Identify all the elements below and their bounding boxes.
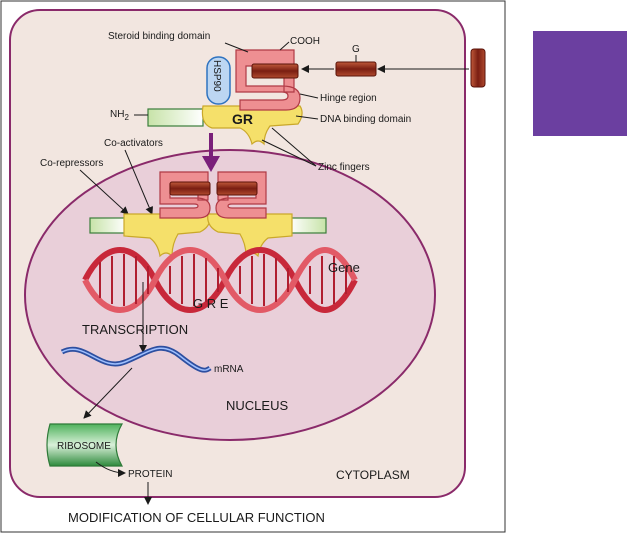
arrow-to-ribosome (83, 367, 133, 419)
label-protein: PROTEIN (128, 469, 172, 480)
dna-strand-b (82, 247, 358, 313)
label-ribosome: RIBOSOME (57, 441, 111, 452)
dna-helix (82, 247, 358, 313)
label-modification: MODIFICATION OF CELLULAR FUNCTION (68, 510, 325, 525)
label-cooh: COOH (290, 36, 320, 47)
label-zinc-fingers: Zinc fingers (318, 162, 370, 173)
leader-cooh (279, 41, 290, 51)
label-transcription: TRANSCRIPTION (82, 322, 188, 337)
label-gre: G R E (193, 296, 229, 311)
label-nh2-sub: 2 (124, 113, 129, 122)
label-hsp90: HSP90 (211, 60, 222, 92)
label-dna-binding-domain: DNA binding domain (320, 114, 411, 125)
hormone-outside (470, 48, 486, 88)
label-gene: Gene (328, 260, 360, 275)
label-co-repressors: Co-repressors (40, 158, 103, 169)
arrow-translocation-head (202, 156, 220, 172)
label-g: G (352, 44, 360, 55)
arrow-to-protein (95, 461, 126, 477)
label-cytoplasm: CYTOPLASM (336, 468, 410, 482)
label-nh2-main: NH (110, 109, 124, 120)
dna-base-pairs (99, 254, 347, 306)
leader-zinc-2 (271, 127, 317, 167)
dimer-hormone-right (216, 181, 258, 196)
label-steroid-binding-domain: Steroid binding domain (108, 31, 210, 42)
leader-zinc-1 (261, 139, 317, 167)
arrow-co-activators (124, 149, 153, 215)
ribosome (46, 423, 124, 467)
receptor-dna-binding-domain (201, 105, 303, 146)
label-nh2: NH2 (110, 109, 129, 122)
label-gr: GR (232, 111, 253, 127)
dimer-right-nh2 (289, 217, 327, 234)
dimer-left-nh2 (89, 217, 127, 234)
leader-steroid (224, 42, 249, 53)
leader-hinge (299, 93, 319, 99)
dimer-hormone-left (169, 181, 211, 196)
hsp90-chaperone (206, 56, 231, 105)
receptor-nh2-domain (147, 108, 204, 127)
leader-dbd (295, 115, 319, 120)
label-mrna: mRNA (214, 364, 244, 375)
label-nucleus: NUCLEUS (226, 398, 288, 413)
hormone-g (335, 61, 377, 77)
label-hinge-region: Hinge region (320, 93, 377, 104)
mrna-highlight (61, 347, 211, 371)
purple-square (533, 31, 627, 136)
arrow-co-repressors (79, 169, 129, 215)
hormone-bound (251, 63, 299, 79)
label-co-activators: Co-activators (104, 138, 163, 149)
